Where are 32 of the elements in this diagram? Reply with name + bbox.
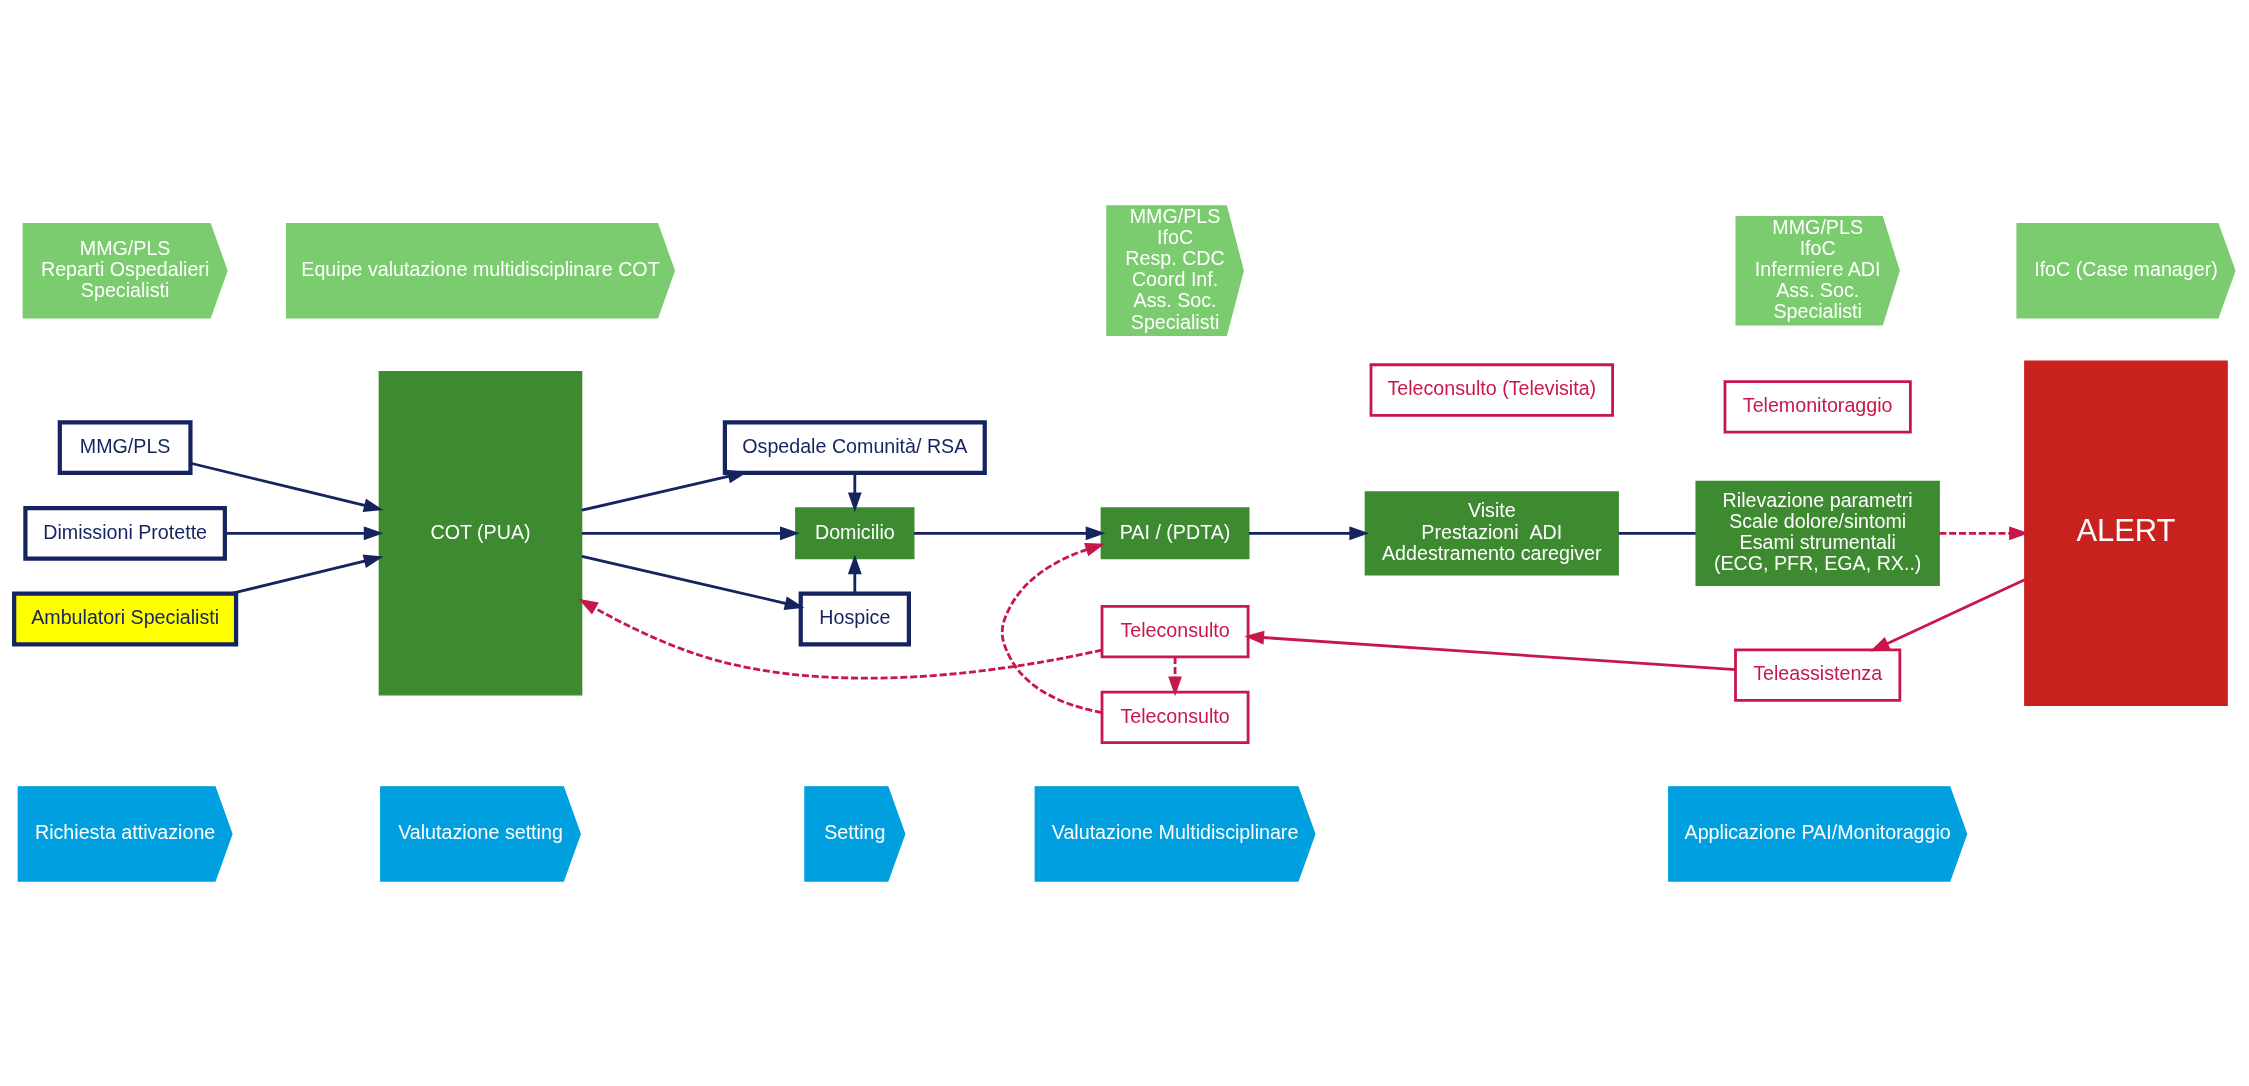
node-box: Hospice — [798, 591, 911, 646]
node-box: Teleconsulto — [1100, 604, 1250, 658]
arrow — [225, 525, 384, 540]
node-box: Telemonitoraggio — [1723, 379, 1912, 434]
arrow — [1000, 542, 1105, 714]
arrow — [1869, 577, 2026, 652]
arrow — [1939, 525, 2029, 540]
arrow — [847, 472, 862, 512]
arrow — [581, 525, 800, 540]
node-box: Ambulatori Specialisti — [12, 591, 239, 646]
node-box: MMG/PLS — [57, 419, 193, 475]
node-box: Teleassistenza — [1734, 648, 1902, 702]
node-box: ALERT — [2024, 360, 2228, 706]
arrow — [914, 525, 1106, 540]
arrow — [581, 554, 805, 610]
arrow — [847, 553, 862, 594]
node-box: COT (PUA) — [378, 370, 583, 696]
node-box: Ospedale Comunità/ RSA — [722, 419, 987, 475]
node-box: Teleconsulto (Televisita) — [1369, 362, 1614, 417]
node-box: Domicilio — [795, 506, 915, 559]
arrow — [230, 554, 384, 595]
arrow — [578, 598, 1103, 680]
node-box: PAI / (PDTA) — [1100, 506, 1250, 559]
connector — [1618, 531, 1696, 535]
node-box: Rilevazione parametri Scale dolore/sintomi Esami strumentali (ECG, PFR, EGA, RX..) — [1695, 480, 1940, 586]
node-box: Dimissioni Protette — [23, 505, 227, 561]
arrow — [1168, 656, 1182, 696]
arrow — [1244, 630, 1736, 671]
node-box: Visite Prestazioni ADI Addestramento caregiver — [1364, 490, 1619, 575]
arrow — [1248, 525, 1370, 540]
node-box: Teleconsulto — [1100, 690, 1250, 744]
arrow — [190, 461, 384, 512]
